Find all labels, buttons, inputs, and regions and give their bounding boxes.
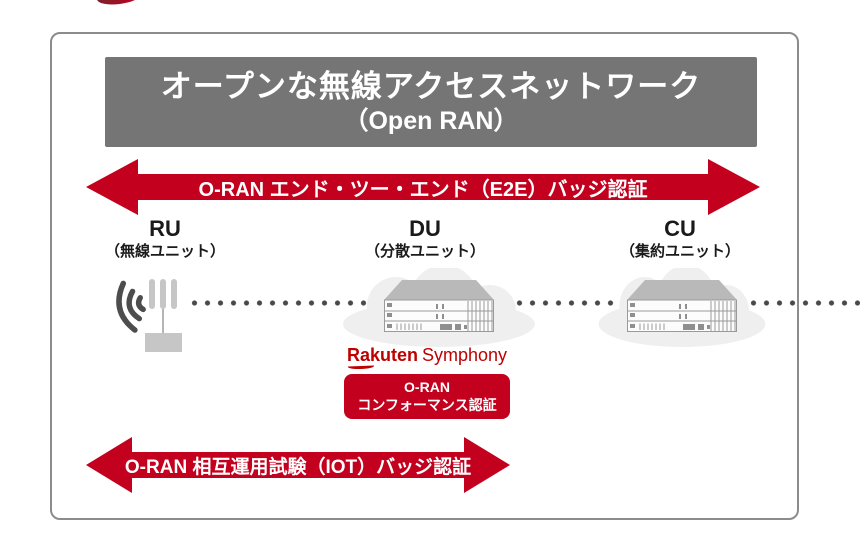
unit-label-du: DU （分散ユニット）	[345, 216, 505, 262]
fronthaul-dotted-line	[188, 299, 860, 307]
symphony-logo-text: Symphony	[421, 345, 508, 365]
e2e-badge-arrow: O-RAN エンド・ツー・エンド（E2E）バッジ認証	[86, 159, 760, 215]
du-cloud-icon	[340, 268, 538, 348]
unit-abbr: DU	[409, 216, 441, 241]
badge-line1: O-RAN	[404, 379, 450, 395]
rakuten-logo-text: Rakuten	[346, 345, 418, 365]
double-arrow-icon	[86, 437, 510, 493]
title-banner: オープンな無線アクセスネットワーク （Open RAN）	[105, 57, 757, 147]
unit-name: （集約ユニット）	[619, 243, 740, 260]
oran-conformance-badge: O-RAN コンフォーマンス認証	[344, 374, 510, 419]
cropped-logo-sliver	[96, 0, 142, 7]
iot-arrow-label: O-RAN 相互運用試験（IOT）バッジ認証	[124, 456, 472, 478]
antenna-wifi-icon	[108, 276, 190, 354]
unit-name: （分散ユニット）	[364, 243, 485, 260]
unit-abbr: CU	[664, 216, 696, 241]
unit-label-ru: RU （無線ユニット）	[95, 216, 235, 262]
server-icon	[627, 280, 737, 332]
e2e-arrow-label: O-RAN エンド・ツー・エンド（E2E）バッジ認証	[198, 178, 648, 201]
badge-line2: コンフォーマンス認証	[357, 397, 497, 413]
cu-cloud-icon	[596, 268, 768, 348]
diagram-frame	[50, 32, 799, 520]
banner-title-en: （Open RAN）	[343, 106, 519, 135]
banner-title-ja: オープンな無線アクセスネットワーク	[160, 68, 702, 104]
unit-abbr: RU	[149, 216, 181, 241]
double-arrow-icon	[86, 159, 760, 215]
unit-name: （無線ユニット）	[104, 243, 225, 260]
unit-label-cu: CU （集約ユニット）	[600, 216, 760, 262]
server-icon	[384, 280, 494, 332]
iot-badge-arrow: O-RAN 相互運用試験（IOT）バッジ認証	[86, 437, 510, 493]
